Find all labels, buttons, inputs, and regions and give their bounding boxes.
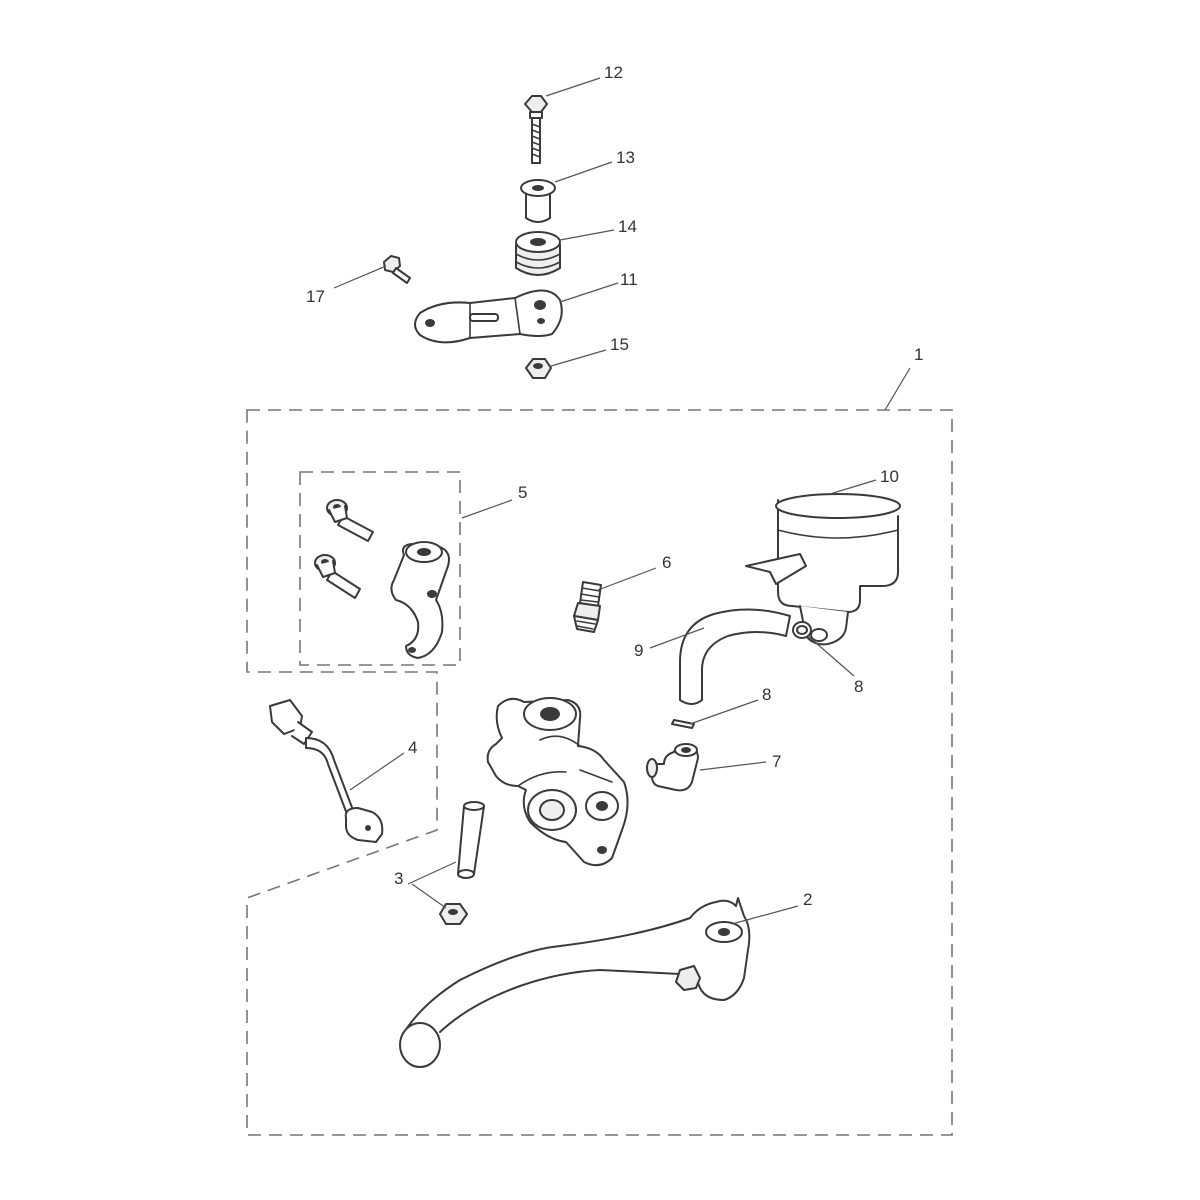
clamp-kit-5[interactable] (314, 499, 450, 659)
brake-switch-4[interactable] (269, 699, 384, 843)
callout-9: 9 (634, 641, 643, 660)
callout-6: 6 (662, 553, 671, 572)
nut-15[interactable] (525, 358, 552, 379)
callout-17: 17 (306, 287, 325, 306)
lever-2[interactable] (399, 897, 751, 1068)
reservoir-10[interactable] (745, 493, 901, 646)
hose-clip-8-lower[interactable] (671, 719, 695, 729)
clamp-kit-boundary (299, 471, 461, 666)
elbow-fitting-7[interactable] (646, 743, 699, 792)
clamp-bolt-lower (314, 554, 361, 599)
hose-clip-8-upper[interactable] (792, 621, 812, 639)
master-cylinder-body (486, 697, 629, 867)
callout-11: 11 (620, 270, 638, 289)
callout-1: 1 (914, 345, 923, 364)
bolt-12[interactable] (524, 95, 548, 164)
callout-13: 13 (616, 148, 635, 167)
clamp-bolt-upper (326, 499, 374, 542)
callout-labels: 1 2 3 4 5 6 7 8 8 9 10 11 12 13 14 15 17 (306, 63, 923, 909)
hose-9[interactable] (679, 608, 791, 705)
kit-boundary-outline (246, 409, 953, 1136)
spacer-13[interactable] (520, 179, 556, 223)
screw-17[interactable] (383, 255, 411, 284)
grommet-14[interactable] (515, 231, 561, 276)
callout-5: 5 (518, 483, 527, 502)
callout-4: 4 (408, 738, 417, 757)
callout-7: 7 (772, 752, 781, 771)
callout-10: 10 (880, 467, 899, 486)
handlebar-clamp (390, 541, 450, 659)
callout-8-upper: 8 (854, 677, 863, 696)
leader-lines (333, 77, 911, 925)
callout-8-lower: 8 (762, 685, 771, 704)
bleed-nipple-6[interactable] (573, 581, 602, 633)
callout-15: 15 (610, 335, 629, 354)
callout-12: 12 (604, 63, 623, 82)
pivot-pin-3[interactable] (457, 801, 485, 879)
bracket-11[interactable] (414, 289, 563, 344)
callout-3: 3 (394, 869, 403, 888)
callout-2: 2 (803, 890, 812, 909)
pivot-nut-3[interactable] (439, 903, 468, 925)
callout-14: 14 (618, 217, 637, 236)
